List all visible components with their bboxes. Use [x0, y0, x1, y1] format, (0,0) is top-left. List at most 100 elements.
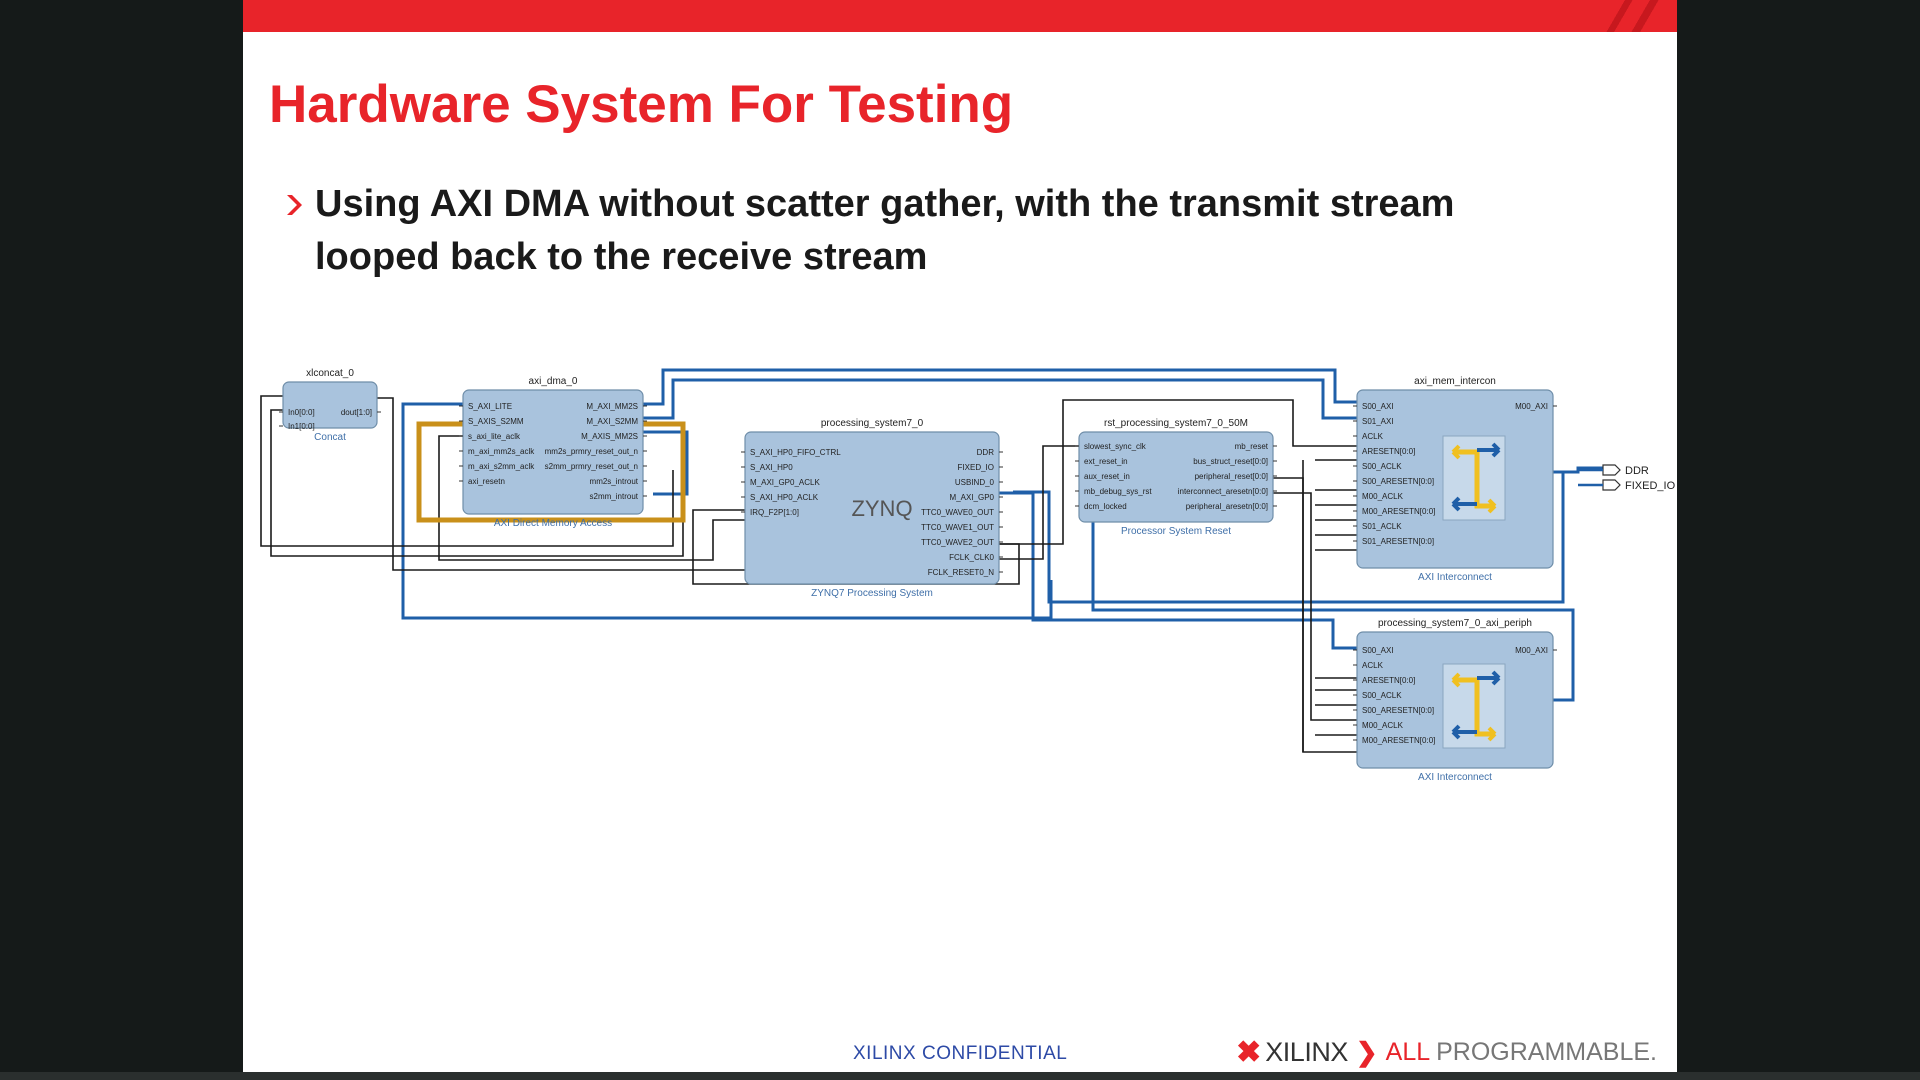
port-label: DDR: [1625, 465, 1649, 477]
pin-label: peripheral_aresetn[0:0]: [1186, 502, 1268, 511]
pin-label: mb_reset: [1235, 442, 1269, 451]
pin-label: DDR: [977, 448, 995, 457]
signal-net: [1273, 477, 1357, 753]
tagline-all: ALL: [1385, 1038, 1431, 1066]
pin-label: s_axi_lite_aclk: [468, 432, 521, 441]
pin-label: TTC0_WAVE2_OUT: [921, 538, 994, 547]
zynq-logo: ZYNQ: [851, 496, 912, 521]
brand-logo: ✖ XILINX ❯ ALL PROGRAMMABLE.: [1236, 1035, 1657, 1070]
pin-label: S_AXI_LITE: [468, 402, 512, 411]
confidential-label: XILINX CONFIDENTIAL: [853, 1043, 1068, 1064]
top-accent-bar: [243, 0, 1677, 32]
pin-label: mm2s_introut: [590, 477, 639, 486]
axi-net: [643, 378, 1357, 420]
pin-label: ARESETN[0:0]: [1362, 676, 1415, 685]
axi-net: [401, 402, 1053, 620]
block-caption: AXI Direct Memory Access: [494, 518, 612, 529]
pin-label: S01_ACLK: [1362, 522, 1402, 531]
chevron-right-icon: ❯: [1355, 1037, 1378, 1067]
pin-label: S00_ACLK: [1362, 462, 1402, 471]
slide-title: Hardware System For Testing: [269, 75, 1014, 134]
pin-label: S_AXI_HP0: [750, 463, 793, 472]
pin-label: bus_struct_reset[0:0]: [1193, 457, 1268, 466]
pin-label: In1[0:0]: [288, 422, 315, 431]
block-name: axi_mem_intercon: [1414, 376, 1496, 387]
window-bottom-strip: [0, 1072, 1920, 1080]
pin-label: slowest_sync_clk: [1084, 442, 1147, 451]
pin-label: ARESETN[0:0]: [1362, 447, 1415, 456]
block-body: [462, 389, 644, 515]
pin-label: M00_AXI: [1515, 646, 1548, 655]
pin-label: S00_ARESETN[0:0]: [1362, 706, 1434, 715]
pin-label: s2mm_introut: [590, 492, 639, 501]
axi-net: [1091, 492, 1575, 702]
pin-label: M00_ACLK: [1362, 492, 1404, 501]
pin-label: mm2s_prmry_reset_out_n: [545, 447, 638, 456]
pin-label: S00_ARESETN[0:0]: [1362, 477, 1434, 486]
pin-label: S00_ACLK: [1362, 691, 1402, 700]
xilinx-logo-icon: ✖: [1236, 1036, 1262, 1069]
pin-label: M_AXI_S2MM: [586, 417, 638, 426]
pin-label: peripheral_reset[0:0]: [1195, 472, 1268, 481]
pin-label: S00_AXI: [1362, 646, 1394, 655]
tagline-programmable: PROGRAMMABLE.: [1436, 1038, 1657, 1066]
pin-label: S01_AXI: [1362, 417, 1394, 426]
pin-label: In0[0:0]: [288, 408, 315, 417]
pin-label: ext_reset_in: [1084, 457, 1128, 466]
pin-label: M_AXI_MM2S: [586, 402, 638, 411]
pin-label: M00_ARESETN[0:0]: [1362, 736, 1435, 745]
interconnect-icon: [1442, 663, 1506, 749]
pin-label: S_AXI_HP0_FIFO_CTRL: [750, 448, 841, 457]
pin-label: FIXED_IO: [958, 463, 994, 472]
block-body: [1078, 431, 1274, 523]
block-caption: Processor System Reset: [1121, 526, 1231, 537]
pin-label: FCLK_CLK0: [949, 553, 994, 562]
block-body: [282, 381, 378, 429]
bullet-chevron-icon: [287, 195, 302, 215]
pin-label: USBIND_0: [955, 478, 995, 487]
pin-label: ACLK: [1362, 661, 1384, 670]
block-name: xlconcat_0: [306, 368, 354, 379]
pin-label: ACLK: [1362, 432, 1384, 441]
signal-net: [1273, 492, 1357, 721]
pin-label: S00_AXI: [1362, 402, 1394, 411]
signal-net: [999, 445, 1079, 560]
block-caption: AXI Interconnect: [1418, 772, 1492, 783]
pin-label: IRQ_F2P[1:0]: [750, 508, 799, 517]
external-port-ddr: DDR: [1578, 464, 1649, 477]
block-caption: AXI Interconnect: [1418, 572, 1492, 583]
interconnect-icon: [1442, 435, 1506, 521]
pin-label: aux_reset_in: [1084, 472, 1130, 481]
pin-label: M_AXI_GP0_ACLK: [750, 478, 820, 487]
pin-label: m_axi_s2mm_aclk: [468, 462, 535, 471]
pin-label: S_AXI_HP0_ACLK: [750, 493, 819, 502]
pin-label: m_axi_mm2s_aclk: [468, 447, 535, 456]
pin-label: S01_ARESETN[0:0]: [1362, 537, 1434, 546]
external-port-fixed-io: FIXED_IO: [1578, 479, 1676, 492]
signal-net: [999, 399, 1357, 545]
pin-label: S_AXIS_S2MM: [468, 417, 524, 426]
pin-label: M00_ARESETN[0:0]: [1362, 507, 1435, 516]
signal-net: [438, 435, 745, 561]
bullet-text: Using AXI DMA without scatter gather, wi…: [315, 183, 1455, 278]
block-caption: Concat: [314, 432, 346, 443]
corner-stripes: [1587, 0, 1677, 32]
block-name: axi_dma_0: [529, 376, 578, 387]
company-name: XILINX: [1265, 1037, 1348, 1067]
pin-label: M_AXIS_MM2S: [581, 432, 638, 441]
block-name: processing_system7_0_axi_periph: [1378, 618, 1532, 629]
block-name: processing_system7_0: [821, 418, 924, 429]
axi-net: [643, 430, 689, 496]
slide: Hardware System For Testing Using AXI DM…: [243, 0, 1677, 1072]
signal-net: [270, 409, 684, 557]
pin-label: s2mm_prmry_reset_out_n: [545, 462, 638, 471]
pin-label: M00_AXI: [1515, 402, 1548, 411]
axi-net: [643, 368, 1357, 406]
pin-label: dcm_locked: [1084, 502, 1127, 511]
